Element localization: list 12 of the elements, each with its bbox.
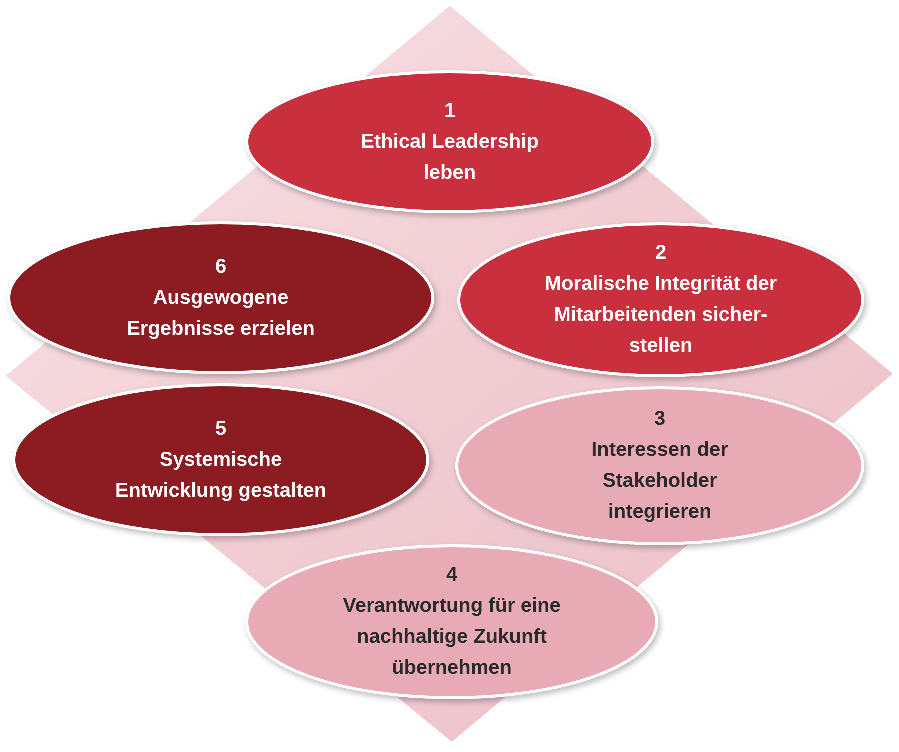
step-number: 3 [654, 407, 666, 432]
step-label: Systemische Entwicklung gestalten [114, 448, 328, 504]
step-label: Verantwortung für eine nachhaltige Zukunft übernehmen [342, 594, 562, 681]
step-number: 2 [655, 241, 667, 266]
step-number: 5 [215, 416, 227, 442]
step-label: Interessen der Stakeholder integrieren [590, 438, 730, 525]
step-label: Ausgewogene Ergebnisse erzielen [126, 286, 316, 342]
step-number: 6 [215, 254, 227, 280]
step-number: 1 [444, 98, 456, 124]
step-number: 4 [446, 563, 458, 588]
step-label: Ethical Leadership leben [360, 130, 540, 186]
step-label: Moralische Integrität der Mitarbeitenden sicher- stellen [544, 272, 778, 359]
